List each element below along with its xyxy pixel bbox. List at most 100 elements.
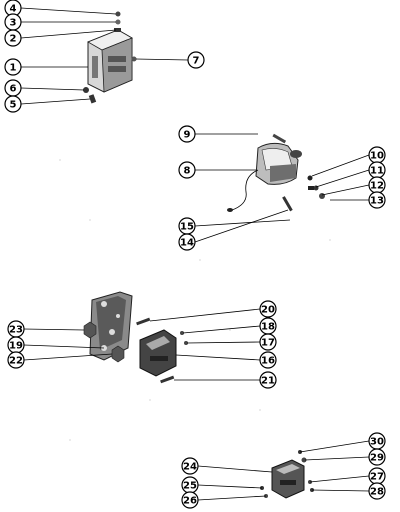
callout-7: 7: [187, 51, 205, 69]
callout-number: 12: [370, 181, 384, 192]
callout-3: 3: [4, 13, 22, 31]
leader-line-24: [197, 465, 273, 473]
callout-number: 3: [10, 18, 17, 29]
leader-line-20: [149, 308, 261, 322]
leader-line-23: [23, 328, 85, 331]
callout-number: 18: [261, 322, 275, 333]
leader-line-2: [20, 29, 117, 39]
callout-6: 6: [4, 79, 22, 97]
callout-number: 23: [9, 325, 23, 336]
callout-1: 1: [4, 58, 22, 76]
callout-number: 1: [10, 63, 17, 74]
callout-number: 9: [184, 130, 191, 141]
callout-number: 4: [10, 4, 17, 15]
callout-circle: [178, 161, 196, 179]
callout-circle: [4, 95, 22, 113]
callout-number: 14: [180, 238, 194, 249]
callout-22: 22: [7, 351, 25, 369]
leader-line-19: [23, 344, 105, 349]
callout-number: 30: [370, 437, 384, 448]
callout-number: 13: [370, 196, 384, 207]
callout-number: 10: [370, 151, 384, 162]
callout-number: 21: [261, 376, 275, 387]
callout-16: 16: [259, 351, 277, 369]
leader-line-4: [20, 7, 117, 15]
leader-line-15: [194, 219, 291, 227]
callout-circle: [7, 351, 25, 369]
callout-25: 25: [181, 476, 199, 494]
leader-line-18: [182, 325, 261, 334]
callout-11: 11: [368, 161, 386, 179]
coil-assembly: [227, 133, 325, 212]
callout-23: 23: [7, 320, 25, 338]
callout-number: 11: [370, 166, 384, 177]
leader-line-12: [321, 184, 370, 196]
callout-15: 15: [178, 217, 196, 235]
leader-line-7: [135, 58, 189, 61]
leader-line-11: [315, 169, 370, 188]
callout-circle: [368, 448, 386, 466]
scan-speckle: [59, 159, 331, 441]
callout-circle: [181, 457, 199, 475]
callout-number: 25: [183, 481, 197, 492]
leader-line-30: [299, 440, 370, 453]
leader-line-25: [197, 484, 263, 489]
leader-line-29: [304, 456, 370, 461]
callout-number: 15: [180, 222, 194, 233]
callout-circle: [259, 351, 277, 369]
callout-20: 20: [259, 300, 277, 318]
leader-line-26: [197, 495, 267, 501]
callout-24: 24: [181, 457, 199, 475]
leader-line-14: [194, 209, 289, 243]
callout-8: 8: [178, 161, 196, 179]
callout-9: 9: [178, 125, 196, 143]
callout-number: 24: [183, 462, 197, 473]
callout-number: 27: [370, 472, 384, 483]
callout-circle: [368, 482, 386, 500]
callout-18: 18: [259, 317, 277, 335]
callout-circle: [259, 333, 277, 351]
callout-circle: [259, 300, 277, 318]
callout-circle: [368, 191, 386, 209]
leader-line-28: [311, 489, 370, 492]
leader-line-17: [186, 341, 261, 344]
callout-17: 17: [259, 333, 277, 351]
callout-number: 5: [10, 100, 17, 111]
callout-27: 27: [368, 467, 386, 485]
callout-number: 16: [261, 356, 275, 367]
callout-number: 6: [10, 84, 17, 95]
leader-line-6: [20, 87, 85, 91]
small-block-assembly: [260, 450, 314, 499]
callout-number: 20: [261, 305, 275, 316]
callout-number: 8: [184, 166, 191, 177]
callout-5: 5: [4, 95, 22, 113]
callout-2: 2: [4, 29, 22, 47]
callout-13: 13: [368, 191, 386, 209]
leader-line-27: [309, 475, 370, 483]
callout-circle: [178, 125, 196, 143]
callout-number: 26: [183, 496, 197, 507]
callout-number: 22: [9, 356, 23, 367]
callout-28: 28: [368, 482, 386, 500]
callout-19: 19: [7, 336, 25, 354]
callout-circle: [178, 233, 196, 251]
leader-lines: [20, 7, 370, 501]
leader-line-16: [175, 354, 261, 361]
callout-number: 28: [370, 487, 384, 498]
leader-line-5: [20, 98, 91, 105]
callout-29: 29: [368, 448, 386, 466]
callout-circle: [181, 491, 199, 509]
switch-box-assembly: [83, 11, 137, 104]
callout-number: 19: [9, 341, 23, 352]
callout-number: 17: [261, 338, 275, 349]
callout-circle: [4, 29, 22, 47]
callout-circle: [259, 371, 277, 389]
callout-number: 2: [10, 34, 17, 45]
callout-circle: [187, 51, 205, 69]
callout-number: 29: [370, 453, 384, 464]
callout-number: 7: [193, 56, 200, 67]
mounting-plate-assembly: [83, 291, 188, 384]
leader-line-22: [23, 353, 113, 361]
